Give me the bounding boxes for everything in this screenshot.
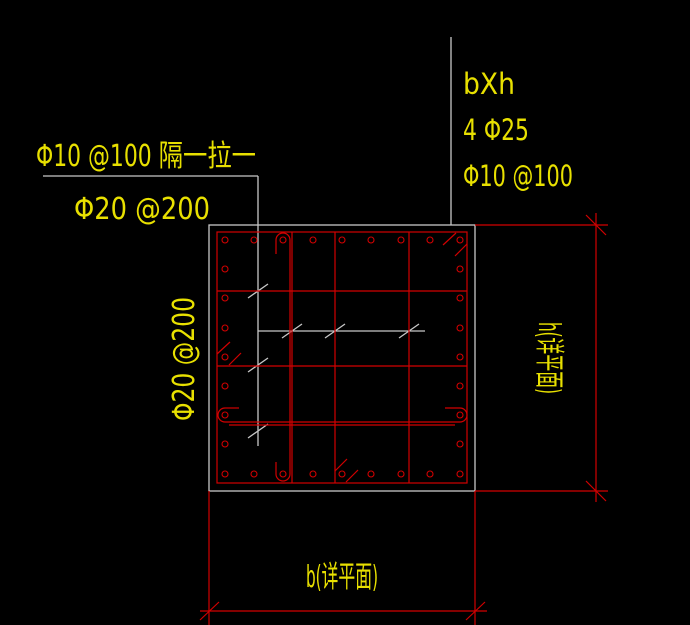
rebar-circle <box>367 470 375 478</box>
rebar-circle <box>456 294 464 302</box>
stirrup-spec-label: Φ10 @100 <box>463 159 573 193</box>
outer-stirrup <box>216 231 468 484</box>
rebar-circle <box>426 470 434 478</box>
dim-tick <box>465 601 486 621</box>
leader-lines <box>43 37 452 446</box>
corner-bars-label: 4 Φ25 <box>463 113 529 147</box>
dimension-width <box>199 491 487 625</box>
hook-diagonal <box>345 469 359 483</box>
rebar-circle <box>250 236 258 244</box>
web-bar-spec-label: Φ20 @200 <box>74 192 210 227</box>
rebar-circle <box>221 382 229 390</box>
rebar-circle <box>338 236 346 244</box>
rebar-circle <box>456 440 464 448</box>
dim-tick <box>585 214 607 236</box>
rebar-circle <box>221 440 229 448</box>
dimension-height <box>475 213 608 502</box>
rebar-circle <box>426 236 434 244</box>
single-leg-tie-vertical <box>275 232 291 482</box>
rebar-circle <box>456 411 464 419</box>
tie-spec-label: Φ10 @100 隔一拉一 <box>36 139 256 174</box>
stirrup-group <box>216 231 468 484</box>
height-dimension-label: h(详平面) <box>531 322 566 394</box>
rebar-circle <box>279 236 287 244</box>
rebar-circle <box>221 236 229 244</box>
dim-tick <box>199 601 220 621</box>
hook-diagonal <box>216 341 231 355</box>
rebar-circle <box>221 353 229 361</box>
rebar-circle <box>250 470 258 478</box>
rebar-circle <box>279 470 287 478</box>
rebar-circle <box>309 236 317 244</box>
column-section-outline <box>208 224 476 492</box>
rebar-circle <box>309 470 317 478</box>
hook-diagonal <box>454 243 468 257</box>
longitudinal-bars <box>221 236 464 478</box>
rebar-circle <box>456 470 464 478</box>
dim-tick <box>585 480 607 502</box>
section-size-label: bXh <box>463 67 515 101</box>
leader-tick <box>247 357 269 373</box>
rebar-circle <box>367 236 375 244</box>
rebar-circle <box>221 265 229 273</box>
hook-diagonal <box>334 458 348 472</box>
rebar-circle <box>456 265 464 273</box>
rebar-circle <box>456 353 464 361</box>
rebar-circle <box>221 294 229 302</box>
leader-tick <box>247 423 269 439</box>
rebar-circle <box>397 470 405 478</box>
rebar-circle <box>456 382 464 390</box>
hook-diagonal <box>442 232 457 246</box>
rebar-circle <box>456 236 464 244</box>
single-leg-tie-horizontal <box>217 407 468 423</box>
width-dimension-label: b(详平面) <box>306 560 378 595</box>
hook-diagonal <box>228 352 242 366</box>
side-bar-spec-label: Φ20 @200 <box>167 297 202 421</box>
rebar-circle <box>221 324 229 332</box>
rebar-circle <box>221 411 229 419</box>
rebar-circle <box>221 470 229 478</box>
rebar-circle <box>397 236 405 244</box>
rebar-circle <box>456 324 464 332</box>
rebar-circle <box>338 470 346 478</box>
